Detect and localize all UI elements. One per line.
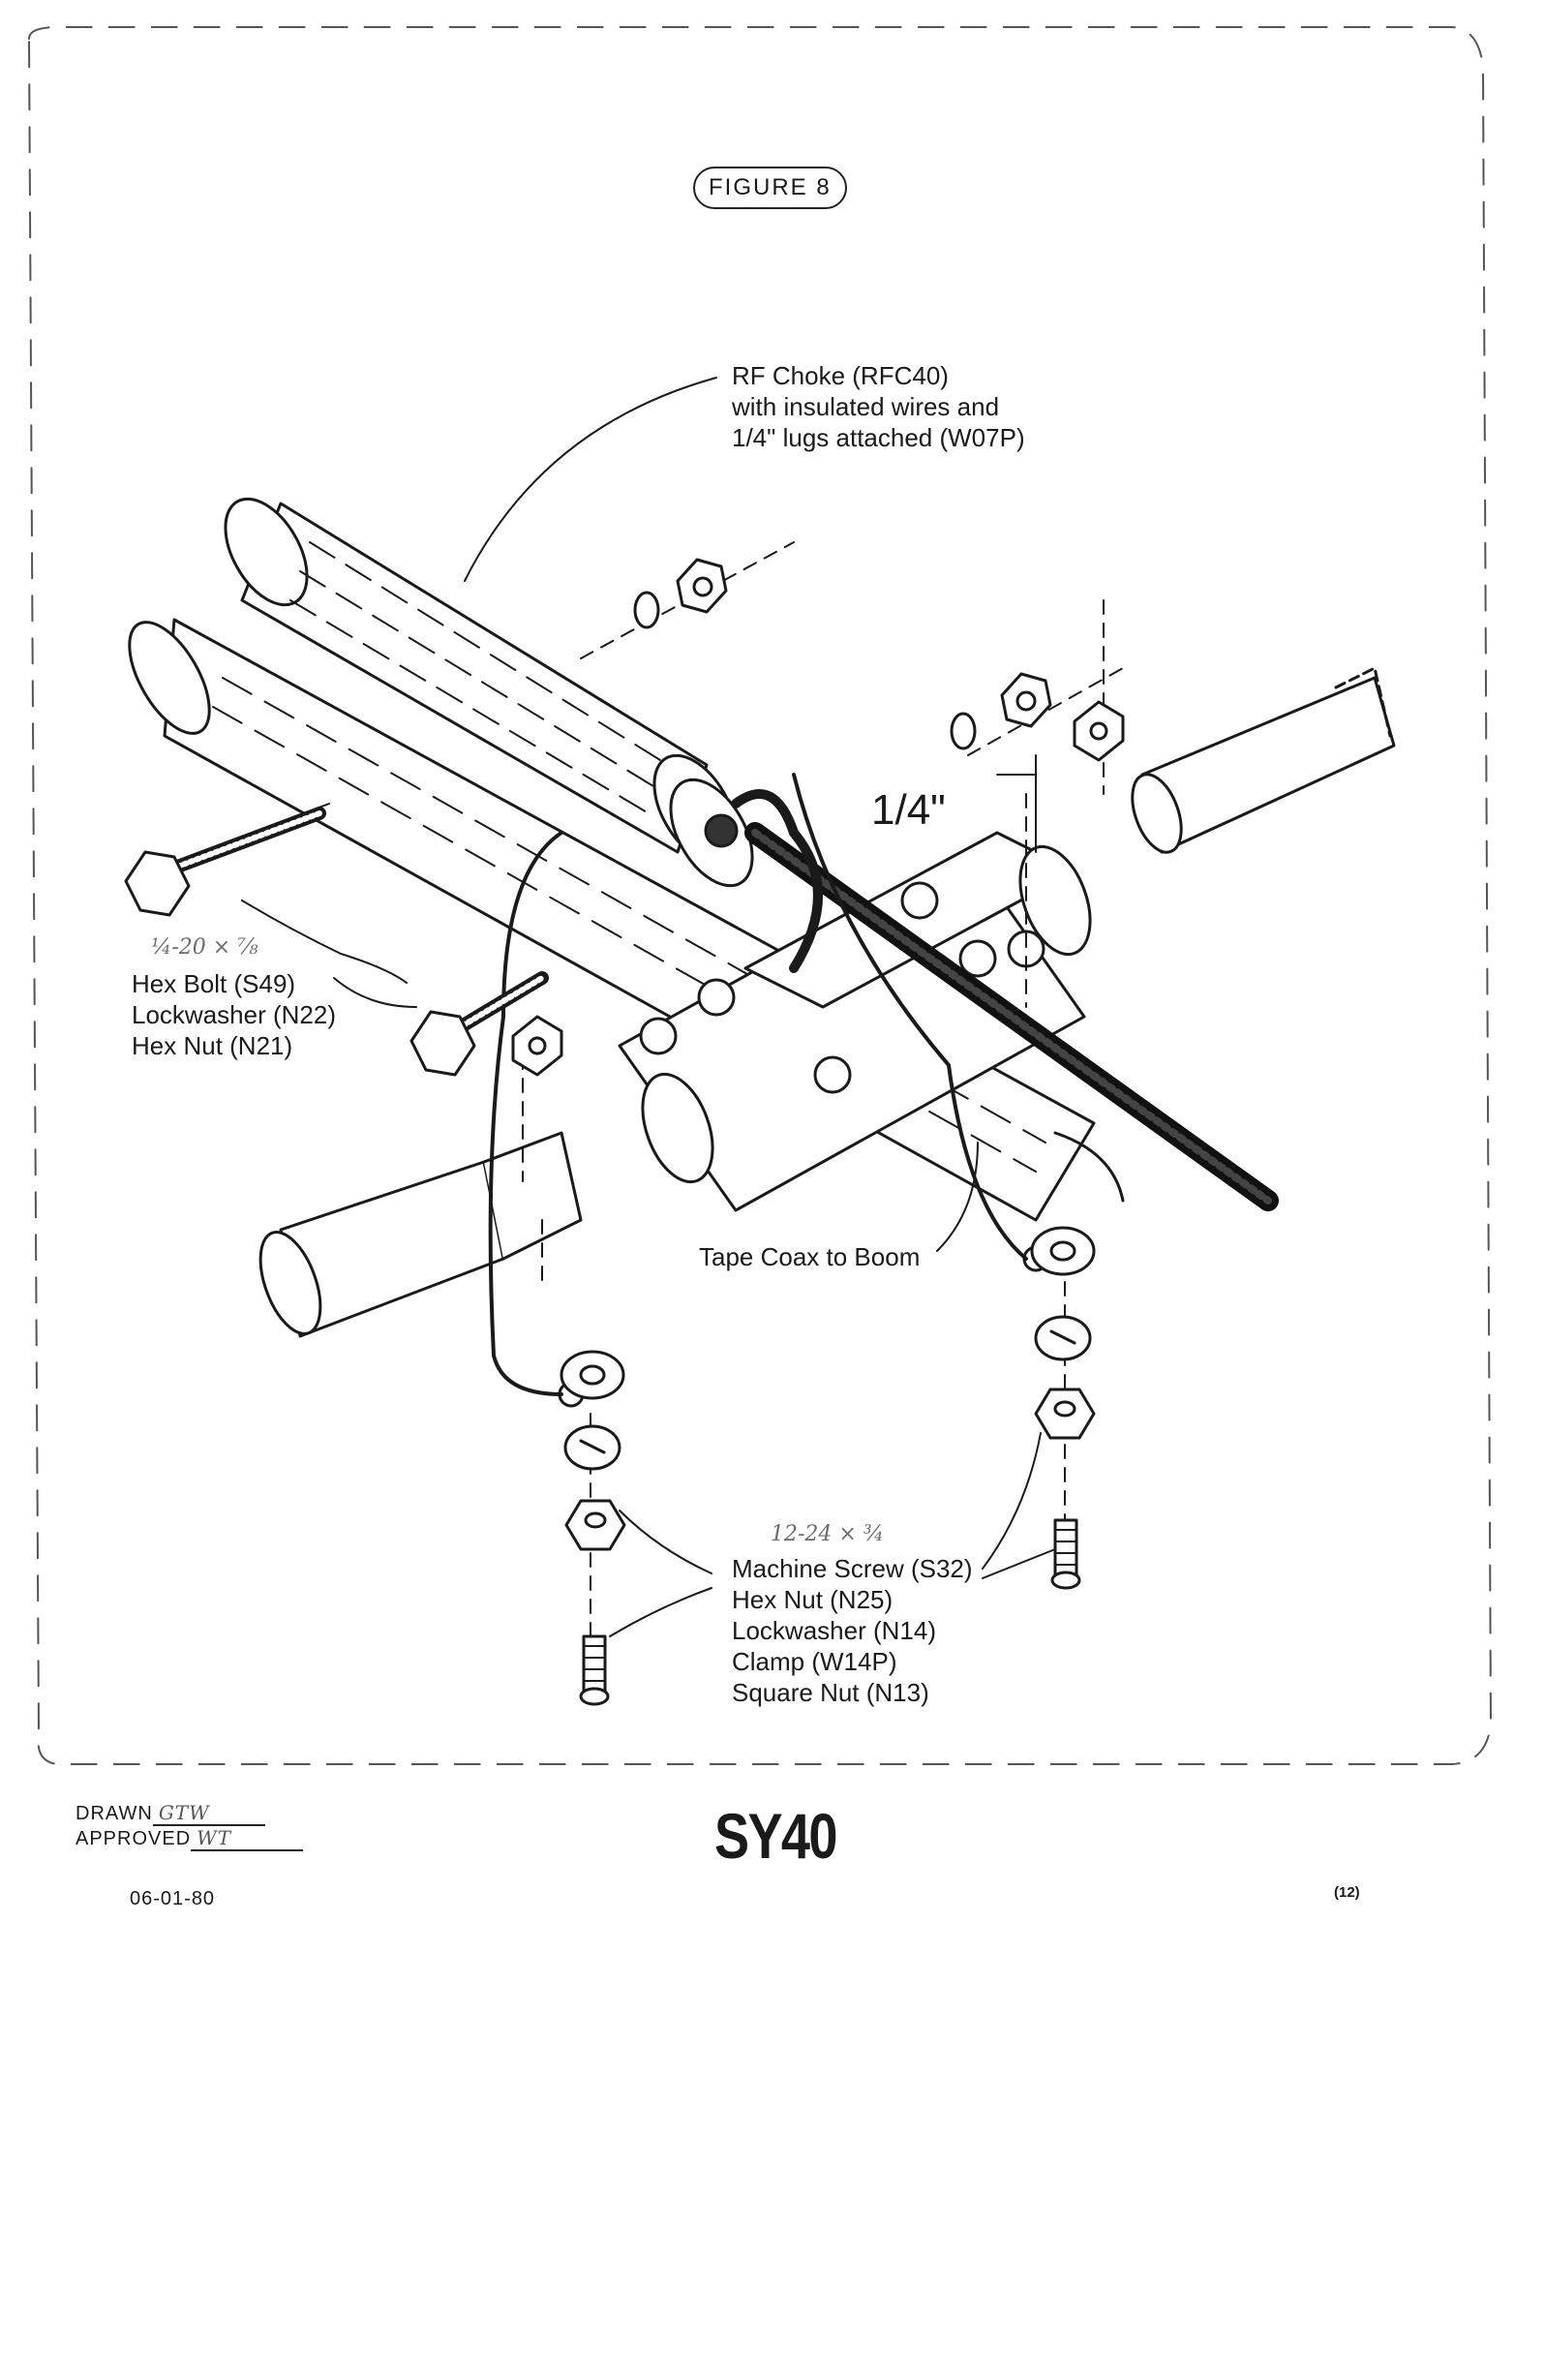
screw-line-3: Lockwasher (N14) <box>732 1615 973 1646</box>
hex-bolt-line-3: Hex Nut (N21) <box>132 1030 336 1061</box>
rf-choke-line-3: 1/4" lugs attached (W07P) <box>732 422 1025 453</box>
element-tube-right <box>1123 668 1394 859</box>
rf-choke-callout: RF Choke (RFC40) with insulated wires an… <box>732 360 1025 453</box>
tape-coax-callout: Tape Coax to Boom <box>699 1241 920 1272</box>
approved-label: APPROVED <box>76 1828 191 1849</box>
element-tube-left <box>249 1133 581 1342</box>
drawing-date: 06-01-80 <box>130 1888 215 1910</box>
page-border <box>29 27 1491 1764</box>
hex-bolt-line-1: Hex Bolt (S49) <box>132 968 336 999</box>
hex-bolt-upper <box>126 813 319 915</box>
hex-bolt-callout: Hex Bolt (S49) Lockwasher (N22) Hex Nut … <box>132 968 336 1061</box>
screw-line-2: Hex Nut (N25) <box>732 1584 973 1615</box>
screw-line-4: Clamp (W14P) <box>732 1646 973 1677</box>
lower-right-hardware <box>1032 1228 1094 1588</box>
drawn-label: DRAWN <box>76 1803 153 1824</box>
rf-choke-line-2: with insulated wires and <box>732 391 1025 422</box>
screw-hardware-callout: Machine Screw (S32) Hex Nut (N25) Lockwa… <box>732 1553 973 1708</box>
handwritten-bolt-size: ¼-20 × ⅞ <box>151 935 258 960</box>
drawn-initials: GTW <box>153 1801 265 1826</box>
approved-initials: WT <box>191 1826 303 1851</box>
model-number: SY40 <box>714 1799 836 1873</box>
screw-line-1: Machine Screw (S32) <box>732 1553 973 1584</box>
handwritten-screw-size: 12-24 × ¾ <box>771 1522 884 1546</box>
dimension-label: 1/4" <box>871 786 946 835</box>
figure-label: FIGURE 8 <box>693 167 847 209</box>
screw-line-5: Square Nut (N13) <box>732 1677 973 1708</box>
hex-bolt-line-2: Lockwasher (N22) <box>132 999 336 1030</box>
page-number: (12) <box>1334 1884 1360 1901</box>
rf-choke-line-1: RF Choke (RFC40) <box>732 360 1025 391</box>
